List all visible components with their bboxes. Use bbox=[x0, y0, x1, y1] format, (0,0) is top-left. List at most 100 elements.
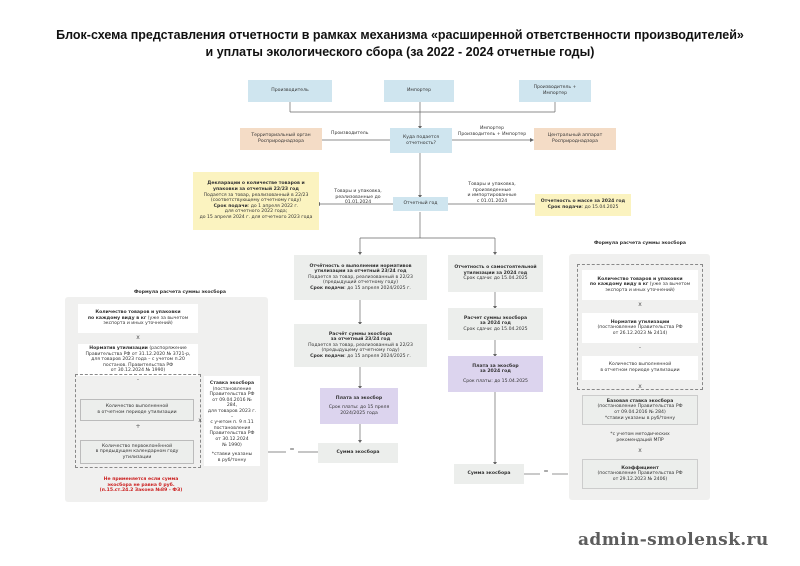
right-norm-box: Норматив утилизации (постановление Прави… bbox=[582, 313, 698, 343]
territorial-body-box: Территориальный орган Росприроднадзора bbox=[240, 128, 322, 150]
left-norm-line3: для товаров 2023 года – с учетом п.20 по… bbox=[91, 357, 185, 368]
left-equals-sign: = bbox=[289, 446, 295, 453]
left-minus-sign: - bbox=[136, 376, 140, 383]
right-qty-line3: (уже за вычетом bbox=[649, 282, 691, 288]
question-line2: отчетность? bbox=[406, 140, 436, 146]
central-line2: Росприроднадзора bbox=[552, 139, 598, 144]
left-qty-line2: по каждому виду в кг bbox=[87, 315, 147, 321]
left-warning-line1: Не применяется если сумма bbox=[103, 477, 179, 482]
declaration-deadline: : до 1 апреля 2022 г. bbox=[247, 203, 299, 209]
left-first-class-line2: в предыдущем календарном году bbox=[95, 449, 179, 455]
mid-calc-line1: Подается за товар, реализованный в 22/23 bbox=[308, 342, 413, 348]
left-mult-sign: x bbox=[136, 334, 140, 341]
right-base-rate-box: Базовая ставка экосбора (постановление П… bbox=[582, 395, 698, 425]
left-rate-note-line2: в руб/тонну bbox=[217, 457, 247, 463]
declaration-title-line1: Декларации о количестве товаров и bbox=[207, 181, 305, 187]
site-watermark: admin-smolensk.ru bbox=[578, 530, 769, 550]
producer-box: Производитель bbox=[248, 80, 332, 102]
left-first-class-line3: утилизации bbox=[122, 454, 152, 460]
right-dashed-group bbox=[577, 264, 703, 390]
year-right-note: Товары и упаковка, произведенные и импор… bbox=[456, 182, 528, 204]
right-coef-box: Коэффициент (постановление Правительства… bbox=[582, 459, 698, 489]
norm-report-title-line1: Отчётность о выполнении нормативов bbox=[309, 263, 412, 269]
territorial-line1: Территориальный орган bbox=[251, 133, 311, 139]
right-mult-sign-2: x bbox=[638, 383, 642, 390]
question-line1: Куда подается bbox=[402, 134, 440, 140]
declaration-line2: (соответствующему отчетному году) bbox=[210, 198, 302, 204]
edge-label-importer: Импортер Производитель + Импортер bbox=[455, 126, 529, 137]
right-calc-title-line1: Расчет суммы экосбора bbox=[463, 315, 528, 321]
right-base-rate-line4: *ставки указаны в руб/тонну bbox=[604, 415, 676, 421]
right-payment-deadline: Срок платы: до 15.04.2025 bbox=[463, 378, 528, 384]
self-utilization-box: Отчетность о самостоятельной утилизации … bbox=[448, 255, 543, 292]
left-rate-line5: с учетом п. 9 п.11 bbox=[210, 420, 254, 426]
left-utilized-line1: Количество выполненной bbox=[105, 404, 169, 410]
year-left-note-line3: 01.01.2024 bbox=[344, 200, 372, 206]
importer-label: Импортер bbox=[406, 88, 432, 94]
mid-sum-box: Сумма экосбора bbox=[318, 443, 398, 463]
left-rate-line8: от 30.12.2024 bbox=[215, 436, 249, 442]
left-rate-line1: (постановление bbox=[212, 386, 252, 392]
left-warning-line2: экосбора не равна 0 руб. bbox=[107, 482, 175, 488]
norm-report-box: Отчётность о выполнении нормативов утили… bbox=[294, 255, 427, 300]
left-rate-line7: Правительства РФ bbox=[209, 431, 255, 437]
page-title-line2: и уплаты экологического сбора (за 2022 -… bbox=[205, 45, 595, 59]
right-mnr-note: *с учетом методических рекомендаций МПР bbox=[582, 432, 698, 443]
right-equals-sign: = bbox=[543, 468, 549, 475]
right-payment-box: Плата за экосбор за 2024 год Срок платы:… bbox=[448, 356, 543, 392]
left-norm-title: Норматив утилизации bbox=[89, 346, 148, 352]
importer-box: Импортер bbox=[384, 80, 454, 102]
page-title-line1: Блок-схема представления отчетности в ра… bbox=[56, 28, 744, 42]
mid-calc-line2: (предыдущему отчетному году) bbox=[321, 348, 400, 354]
year-right-note-line2: произведенные bbox=[472, 187, 512, 193]
central-line1: Центральный аппарат bbox=[547, 133, 603, 139]
right-calc-box: Расчет суммы экосбора за 2024 год Срок с… bbox=[448, 308, 543, 340]
left-rate-line3: от 09.04.2016 № 284, bbox=[212, 397, 252, 409]
right-mnr-note-line2: рекомендаций МПР bbox=[616, 437, 664, 443]
left-utilized-box: Количество выполненной в отчетном период… bbox=[80, 399, 194, 421]
mid-sum-label: Сумма экосбора bbox=[336, 450, 380, 456]
left-dashed-group bbox=[75, 374, 201, 468]
right-utilized-box: Количество выполненной в отчетном период… bbox=[582, 356, 698, 380]
left-first-class-box: Количество первоклонённой в предыдущем к… bbox=[80, 440, 194, 464]
right-formula-header: Формула расчета суммы экосбора bbox=[593, 241, 686, 246]
mid-payment-line2: 2024/2025 года bbox=[340, 410, 378, 416]
right-qty-line2: по каждому виду в кг bbox=[589, 282, 649, 288]
mid-payment-line1: Срок платы: до 15 преля bbox=[328, 405, 390, 411]
left-norm-line2: (распоряжение Правительства РФ от 31.12.… bbox=[85, 346, 191, 357]
year-left-note: Товары и упаковка, реализованные до 01.0… bbox=[326, 189, 390, 206]
year-right-note-line1: Товары и упаковка, bbox=[468, 182, 516, 187]
producer-importer-label: Производитель + Импортер bbox=[533, 85, 577, 96]
left-rate-box: Ставка экосбора (постановление Правитель… bbox=[204, 376, 260, 466]
self-title-line2: утилизации за 2024 год bbox=[463, 270, 528, 276]
right-utilized-line1: Количество выполненной bbox=[608, 362, 672, 368]
left-norm-line4: от 30.12.2024 № 1990) bbox=[110, 368, 166, 374]
year-left-note-line2: реализованные до bbox=[335, 194, 381, 200]
declaration-deadline-2: для отчетного 2022 года; bbox=[224, 209, 288, 215]
left-rate-line2: Правительства РФ bbox=[209, 392, 255, 398]
left-warning: Не применяется если сумма экосбора не ра… bbox=[78, 477, 204, 494]
right-mult-sign: x bbox=[638, 301, 642, 308]
declaration-deadline-label: Срок подачи bbox=[213, 203, 248, 209]
reporting-year-label: Отчетный год bbox=[403, 201, 438, 207]
submission-question-box: Куда подается отчетность? bbox=[390, 128, 452, 153]
year-right-note-line4: с 01.01.2024 bbox=[476, 198, 508, 204]
self-title-line1: Отчетность о самостоятельной bbox=[454, 265, 537, 271]
mass-report-deadline-label: Срок подачи bbox=[547, 205, 582, 210]
declaration-line1: Подается за товар, реализованный в 22/23 bbox=[203, 192, 309, 198]
left-qty-box: Количество товаров и упаковки по каждому… bbox=[78, 304, 198, 333]
mid-calc-title-line2: за отчетный 23/24 год bbox=[330, 337, 391, 343]
right-calc-title-line2: за 2024 год bbox=[479, 321, 512, 327]
right-base-rate-line2: (постановление Правительства РФ bbox=[597, 404, 683, 410]
producer-importer-box: Производитель + Импортер bbox=[519, 80, 591, 102]
mid-payment-box: Плата за экосбор Срок платы: до 15 преля… bbox=[320, 388, 398, 424]
declaration-title-line2: упаковки за отчетный 22/23 год bbox=[213, 187, 299, 193]
left-rate-note-line1: *ставки указаны bbox=[211, 452, 253, 458]
year-left-note-line1: Товары и упаковка, bbox=[334, 189, 382, 194]
mass-report-title: Отчетность о массе за 2024 год bbox=[540, 199, 626, 205]
left-mult-sign-2: x bbox=[198, 417, 202, 424]
central-office-box: Центральный аппарат Росприроднадзора bbox=[534, 128, 616, 150]
left-rate-line9: № 1990) bbox=[222, 442, 242, 448]
left-formula-header: Формула расчета суммы экосбора bbox=[133, 290, 226, 295]
